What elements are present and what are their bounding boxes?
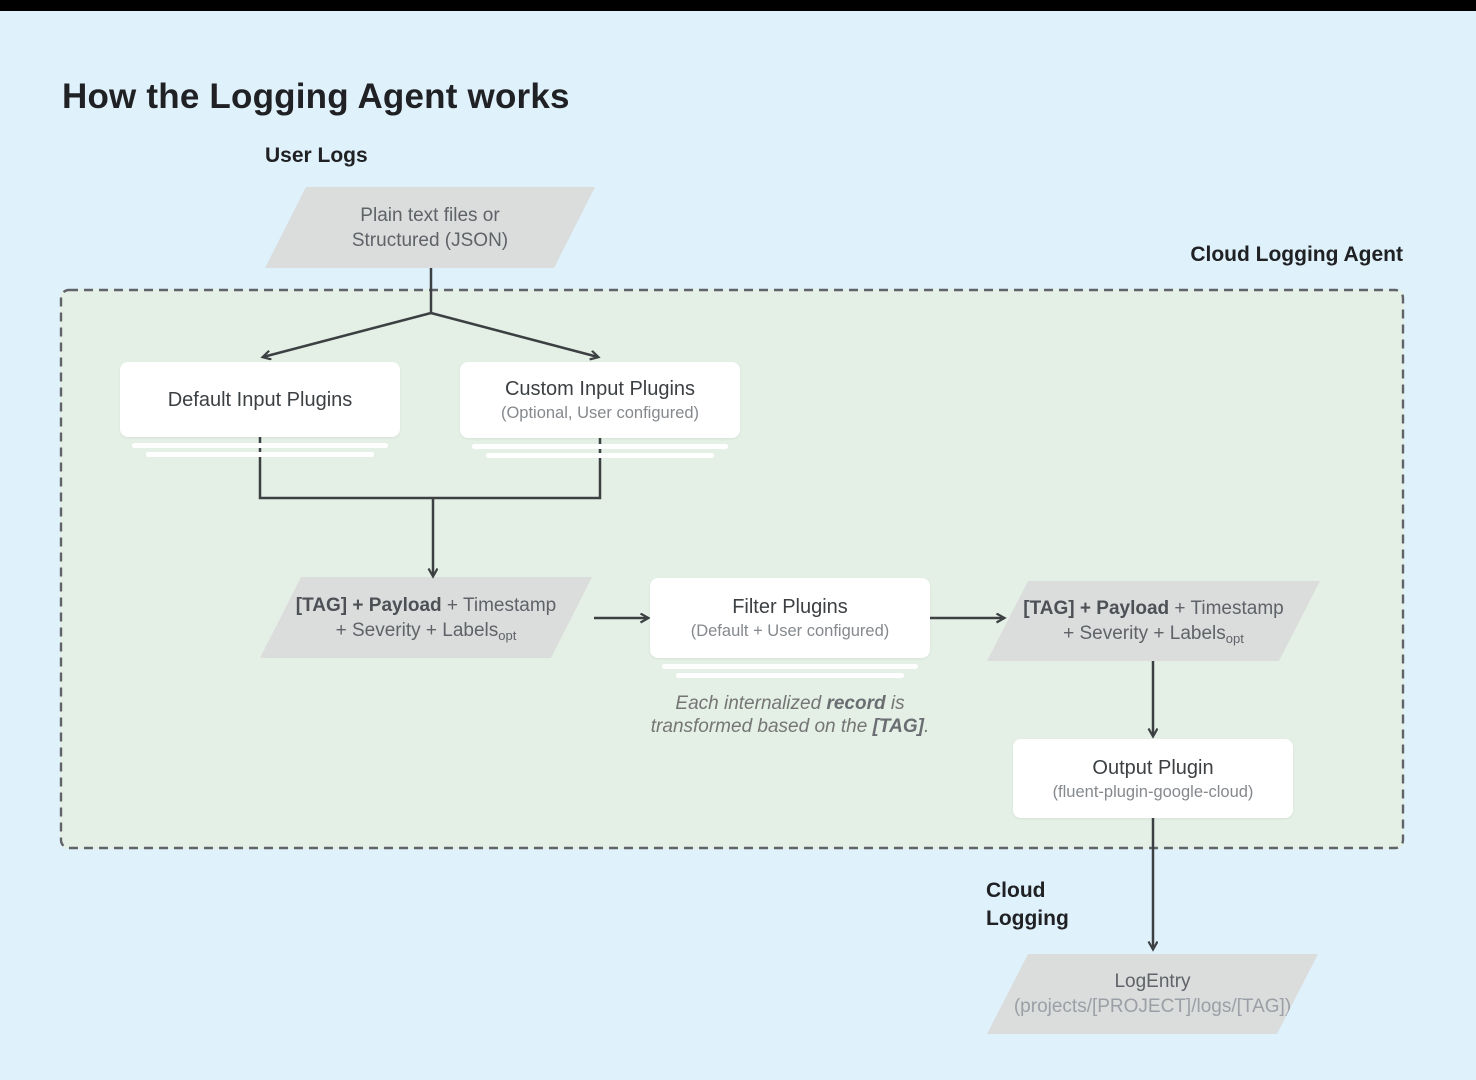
log-record-left-rest: + Timestamp <box>441 594 557 616</box>
log-record-left-line1: [TAG] + Payload + Timestamp <box>296 593 556 618</box>
custom-input-plugins-title: Custom Input Plugins <box>504 378 696 400</box>
note-post: . <box>923 716 930 737</box>
note-pre: Each internalized <box>675 693 827 714</box>
note-mid: is transformed based on the <box>650 693 905 737</box>
filter-plugins-title: Filter Plugins <box>732 596 848 618</box>
log-record-right-line1: [TAG] + Payload + Timestamp <box>1023 596 1283 621</box>
default-input-plugins-title: Default Input Plugins <box>167 388 353 411</box>
log-record-left-subscript: opt <box>498 627 517 643</box>
stack-line <box>662 664 918 669</box>
user-logs-label: User Logs <box>265 144 368 167</box>
user-logs-input-line2: Structured (JSON) <box>351 229 509 251</box>
filter-note: Each internalized record is transformed … <box>625 692 955 738</box>
stack-line <box>146 452 374 457</box>
node-default-input-plugins: Default Input Plugins <box>120 362 400 437</box>
log-record-right-subscript: opt <box>1225 631 1244 646</box>
connector-fork-to-custom <box>430 311 598 357</box>
log-record-right-rest: + Timestamp <box>1169 598 1284 619</box>
node-log-record-right: [TAG] + Payload + Timestamp + Severity +… <box>987 581 1320 661</box>
connector-merge <box>258 437 602 500</box>
node-custom-input-plugins: Custom Input Plugins (Optional, User con… <box>460 362 740 438</box>
log-record-right-line2: + Severity + Labelsopt <box>1063 621 1244 646</box>
log-record-right-bold: [TAG] + Payload <box>1023 598 1170 619</box>
top-black-bar <box>0 0 1476 11</box>
agent-dashed-border <box>59 288 1405 850</box>
output-plugin-subtitle: (fluent-plugin-google-cloud) <box>1052 782 1254 801</box>
filter-plugins-subtitle: (Default + User configured) <box>690 622 890 640</box>
log-record-left-line2-text: + Severity + Labels <box>335 619 499 641</box>
output-plugin-title: Output Plugin <box>1092 756 1214 779</box>
node-user-logs-input: Plain text files or Structured (JSON) <box>265 187 595 268</box>
cloud-logging-label: Cloud Logging <box>986 879 1069 930</box>
log-entry-subtitle: (projects/[PROJECT]/logs/[TAG]) <box>1013 996 1292 1017</box>
note-bold-tag: [TAG] <box>872 716 924 737</box>
log-record-right-line2-text: + Severity + Labels <box>1063 623 1226 644</box>
stack-line <box>132 443 388 448</box>
stack-line <box>486 453 714 458</box>
connector-fork-to-default <box>263 311 432 357</box>
note-bold-record: record <box>826 693 886 714</box>
page-title: How the Logging Agent works <box>62 77 570 117</box>
stack-line <box>472 444 728 449</box>
node-log-entry: LogEntry (projects/[PROJECT]/logs/[TAG]) <box>987 954 1318 1034</box>
cloud-logging-agent-label: Cloud Logging Agent <box>1190 243 1403 266</box>
user-logs-input-line1: Plain text files or <box>360 204 500 226</box>
log-record-left-bold: [TAG] + Payload <box>295 594 442 616</box>
stack-line <box>676 673 904 678</box>
node-output-plugin: Output Plugin (fluent-plugin-google-clou… <box>1013 739 1293 818</box>
log-entry-title: LogEntry <box>1114 971 1191 992</box>
log-record-left-line2: + Severity + Labelsopt <box>336 618 517 643</box>
node-log-record-left: [TAG] + Payload + Timestamp + Severity +… <box>260 577 592 658</box>
custom-input-plugins-subtitle: (Optional, User configured) <box>500 404 700 422</box>
node-filter-plugins: Filter Plugins (Default + User configure… <box>650 578 930 658</box>
